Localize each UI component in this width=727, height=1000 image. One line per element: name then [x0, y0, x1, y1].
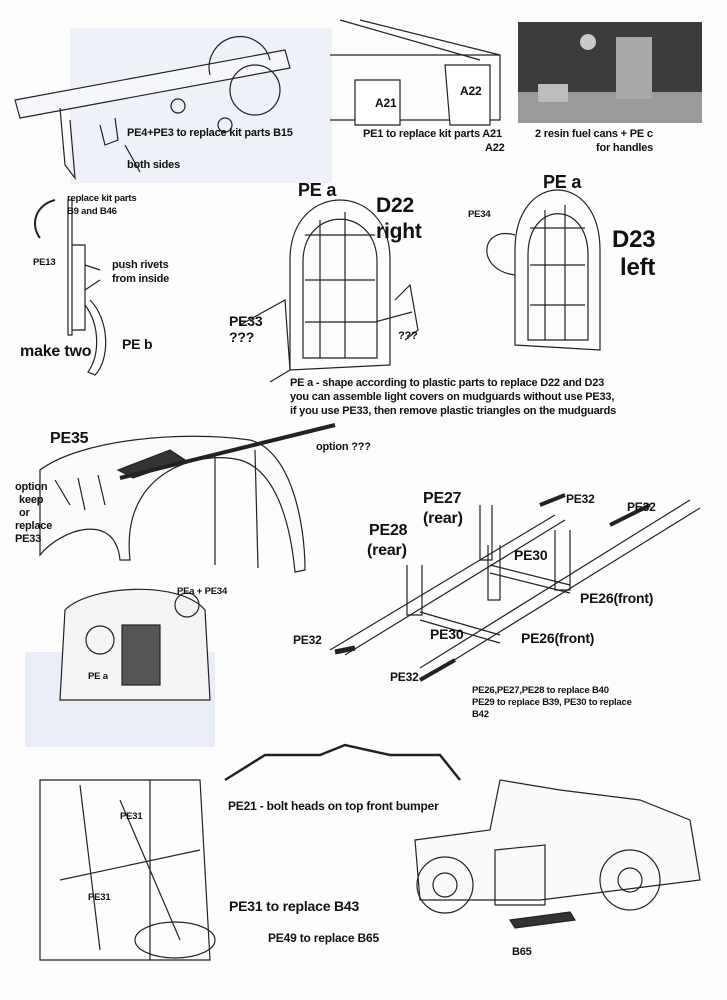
- fuel-can-caption: 2 resin fuel cans + PE c: [535, 128, 653, 140]
- option-note: replace: [15, 520, 53, 532]
- pe28-label: PE28: [369, 522, 408, 539]
- truck-label: PE a: [88, 671, 108, 682]
- chassis-drawing: [14, 35, 291, 180]
- fuel-can-photo: [518, 22, 702, 123]
- left-label: left: [620, 254, 656, 281]
- chassis-caption: PE4+PE3 to replace kit parts B15: [127, 127, 293, 139]
- truck-front-drawing: [59, 588, 211, 701]
- pe32-label: PE32: [627, 500, 656, 514]
- frame-note: B42: [472, 709, 489, 720]
- left-pea-label: PE a: [543, 172, 582, 192]
- pe32-label: PE32: [390, 670, 419, 684]
- pe30-label: PE30: [514, 547, 548, 563]
- lights-note: you can assemble light covers on mudguar…: [290, 391, 615, 403]
- frame-note: PE29 to replace B39, PE30 to replace: [472, 697, 632, 708]
- pe27-label: PE27: [423, 490, 462, 507]
- pe26-label: PE26(front): [521, 630, 595, 646]
- pe26-label: PE26(front): [580, 590, 654, 606]
- option-note: or: [19, 507, 30, 519]
- pe13-label: PE13: [33, 257, 56, 268]
- mudguard-label-a22: A22: [460, 84, 482, 98]
- pe13-drawing: [34, 199, 107, 376]
- pe34-label: PE34: [468, 209, 491, 220]
- pe31-caption: PE31 to replace B43: [229, 898, 360, 914]
- option-question: option ???: [316, 441, 371, 453]
- engine-drawing: [39, 779, 216, 961]
- bumper-drawing: [224, 743, 461, 782]
- b65-label: B65: [512, 946, 532, 958]
- pe28-position: (rear): [367, 542, 407, 559]
- pe35-label: PE35: [50, 430, 89, 447]
- replace-note-2: B9 and B46: [67, 206, 117, 217]
- pe33-question: ???: [229, 329, 255, 345]
- pe31-label: PE31: [88, 892, 111, 903]
- pe49-caption: PE49 to replace B65: [268, 931, 379, 945]
- option-note: keep: [19, 494, 44, 506]
- pe27-position: (rear): [423, 510, 463, 527]
- scan-tint: [70, 28, 332, 183]
- mudguard-caption: PE1 to replace kit parts A21: [363, 128, 502, 140]
- fuel-can-illustration: [518, 22, 702, 123]
- truck-label: PEa + PE34: [177, 586, 228, 597]
- make-two-label: make two: [20, 343, 92, 360]
- question-label: ???: [398, 330, 418, 342]
- pe33-label: PE33: [229, 313, 263, 329]
- mudguard-caption-2: A22: [485, 142, 505, 154]
- lights-note: if you use PE33, then remove plastic tri…: [290, 405, 617, 417]
- frame-drawing: [329, 493, 701, 682]
- pe32-label: PE32: [293, 633, 322, 647]
- truck-side-drawing: [414, 779, 701, 929]
- pe30-label: PE30: [430, 626, 464, 642]
- d23-label: D23: [612, 226, 656, 253]
- option-note: option: [15, 481, 48, 493]
- peb-label: PE b: [122, 336, 153, 352]
- right-label: right: [376, 220, 422, 243]
- fender-drawing: [39, 423, 336, 573]
- right-pea-label: PE a: [298, 180, 337, 200]
- bumper-caption: PE21 - bolt heads on top front bumper: [228, 799, 439, 813]
- replace-note: replace kit parts: [67, 193, 137, 204]
- pe31-label: PE31: [120, 811, 143, 822]
- lights-note: PE a - shape according to plastic parts …: [290, 377, 605, 389]
- d22-light-guard-drawing: [239, 199, 419, 383]
- pe32-label: PE32: [566, 492, 595, 506]
- mudguard-drawing: [330, 19, 501, 126]
- fuel-can-caption-2: for handles: [596, 142, 654, 154]
- rivets-note-2: from inside: [112, 273, 170, 285]
- d23-light-guard-drawing: [486, 189, 601, 351]
- frame-note: PE26,PE27,PE28 to replace B40: [472, 685, 609, 696]
- option-note: PE33: [15, 533, 42, 545]
- rivets-note: push rivets: [112, 259, 169, 271]
- mudguard-label-a21: A21: [375, 96, 397, 110]
- chassis-note: both sides: [127, 159, 181, 171]
- d22-label: D22: [376, 194, 414, 217]
